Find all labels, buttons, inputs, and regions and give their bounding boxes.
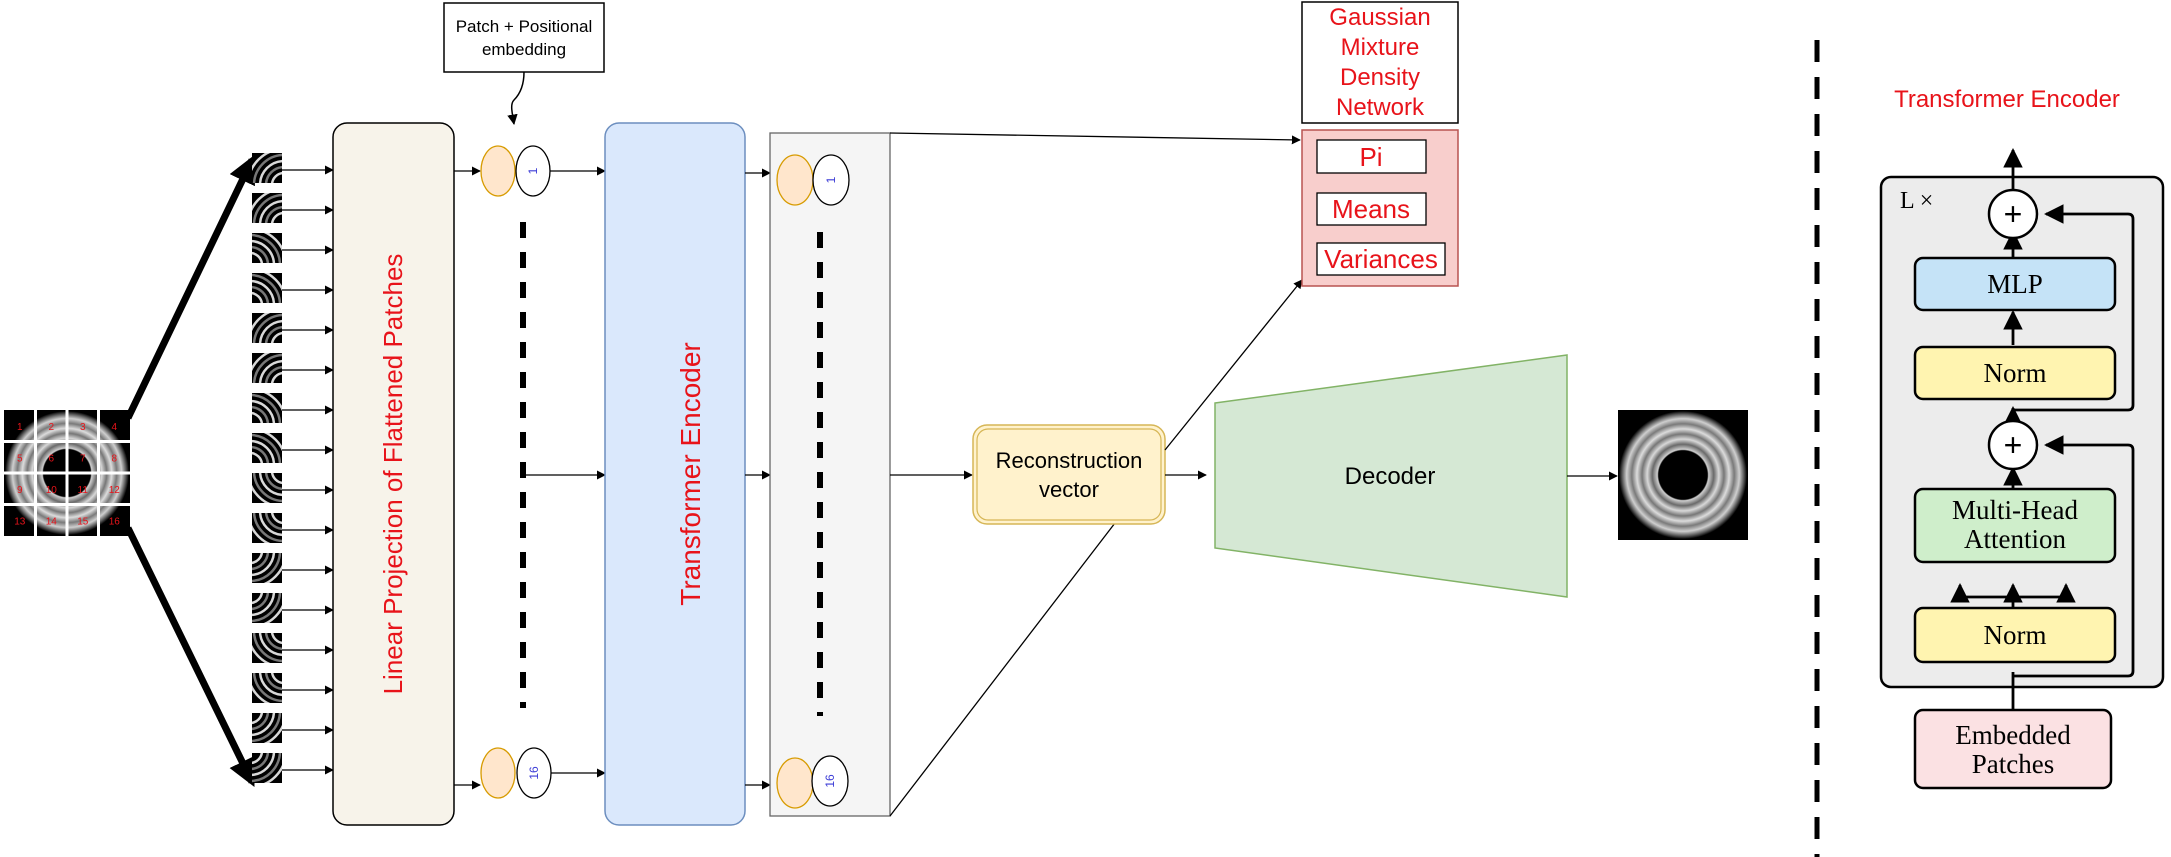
residual-connection-2 — [2013, 204, 2135, 412]
reconstruction-label-line2: vector — [1039, 477, 1099, 502]
gmdn-title-line2: Mixture — [1341, 34, 1420, 61]
split-arrow-bottom — [124, 526, 256, 788]
patch-thumbnail — [252, 593, 282, 623]
residual-add-2-icon — [1987, 188, 2039, 240]
embedded-patches-line2: Patches — [1972, 749, 2054, 779]
patch-number: 8 — [111, 453, 117, 464]
patch-thumbnail — [252, 353, 282, 383]
encoder-repeat-label: L × — [1900, 188, 1933, 214]
patch-number: 11 — [78, 485, 89, 496]
patch-thumbnail — [252, 753, 282, 783]
norm-top-box — [1913, 345, 2117, 401]
output-position-token-last — [776, 757, 814, 809]
patch-thumbnail — [252, 233, 282, 263]
patch-column — [252, 153, 334, 783]
linear-projection-box — [332, 122, 455, 826]
gmdn-title-line3: Density — [1340, 64, 1420, 91]
patch-number: 10 — [46, 485, 58, 496]
residual-add-1-icon — [1987, 419, 2039, 471]
gmdn-title-box — [1301, 1, 1459, 124]
patch-thumbnail — [252, 513, 282, 543]
patch-number: 1 — [17, 422, 23, 433]
transformer-encoder-label: Transformer Encoder — [675, 342, 706, 606]
funnel-line-bottom — [889, 522, 1116, 817]
patch-thumbnail — [252, 433, 282, 463]
residual-add-2-label: + — [2004, 196, 2023, 232]
patch-number: 3 — [80, 422, 86, 433]
output-patch-token-last — [811, 755, 849, 807]
embedded-patches-box — [1913, 708, 2113, 790]
embedded-patches-line1: Embedded — [1955, 720, 2071, 750]
gmdn-title-line1: Gaussian — [1329, 4, 1430, 31]
mha-label-line1: Multi-Head — [1952, 495, 2078, 525]
gmdn-variances-box — [1316, 242, 1446, 276]
patch-thumbnail — [252, 193, 282, 223]
mlp-box — [1913, 256, 2117, 312]
patch-number: 13 — [14, 516, 26, 527]
encoder-detail-title: Transformer Encoder — [1894, 86, 2120, 113]
multi-head-attention-box — [1913, 487, 2117, 564]
output-patch-token-first — [812, 154, 850, 206]
gmdn-means-label: Means — [1332, 194, 1410, 224]
patch-number: 6 — [48, 453, 54, 464]
mlp-label: MLP — [1987, 269, 2043, 299]
gmdn-means-box — [1316, 192, 1427, 226]
patch-thumbnail — [252, 673, 282, 703]
gmdn-pi-label: Pi — [1359, 142, 1382, 172]
recon-to-gmdn-arrow — [1164, 279, 1303, 451]
gmdn-variances-label: Variances — [1324, 244, 1438, 274]
patch-token-first-label: 1 — [526, 167, 540, 174]
patch-thumbnail — [252, 153, 282, 183]
patch-thumbnail — [252, 713, 282, 743]
patch-thumbnail — [252, 273, 282, 303]
patch-number: 9 — [17, 485, 23, 496]
residual-add-1-label: + — [2004, 427, 2023, 463]
patch-positional-note-line2: embedding — [482, 40, 566, 59]
reconstructed-image — [1618, 410, 1748, 540]
position-token-first — [480, 145, 516, 197]
patch-number: 14 — [46, 516, 58, 527]
decoder-block — [1214, 354, 1568, 598]
patch-number: 7 — [80, 453, 86, 464]
patch-positional-note — [443, 2, 605, 73]
patch-number: 16 — [109, 516, 121, 527]
norm-bottom-box — [1913, 606, 2117, 664]
patch-number: 5 — [17, 453, 23, 464]
decoder-label: Decoder — [1345, 463, 1436, 490]
output-position-token-first — [776, 154, 814, 206]
encoder-output-box — [769, 132, 891, 817]
patch-number: 12 — [109, 485, 121, 496]
output-token-first-label: 1 — [824, 176, 838, 183]
reconstruction-label-line1: Reconstruction — [996, 448, 1143, 473]
patch-thumbnail — [252, 393, 282, 423]
patch-thumbnail — [252, 313, 282, 343]
position-token-last — [480, 747, 516, 799]
split-arrow-top — [124, 154, 256, 420]
reconstruction-vector-box — [972, 424, 1166, 525]
patch-thumbnail — [252, 473, 282, 503]
linear-projection-label: Linear Projection of Flattened Patches — [378, 254, 408, 695]
norm-bottom-label: Norm — [1984, 620, 2047, 650]
funnel-line-top — [889, 132, 1301, 145]
transformer-encoder-box — [604, 122, 746, 826]
patch-token-last-label: 16 — [527, 766, 541, 780]
patch-positional-note-line1: Patch + Positional — [456, 17, 593, 36]
residual-connection-1 — [2013, 435, 2135, 678]
gmdn-pi-box — [1316, 139, 1427, 174]
patch-number: 4 — [111, 422, 117, 433]
gmdn-title-line4: Network — [1336, 94, 1425, 121]
output-token-last-label: 16 — [823, 774, 837, 788]
patch-number: 15 — [77, 516, 89, 527]
norm-top-label: Norm — [1984, 358, 2047, 388]
patch-number: 2 — [48, 422, 54, 433]
note-arrow — [507, 71, 525, 126]
mha-label-line2: Attention — [1964, 524, 2066, 554]
patch-thumbnail — [252, 633, 282, 663]
patch-thumbnail — [252, 553, 282, 583]
